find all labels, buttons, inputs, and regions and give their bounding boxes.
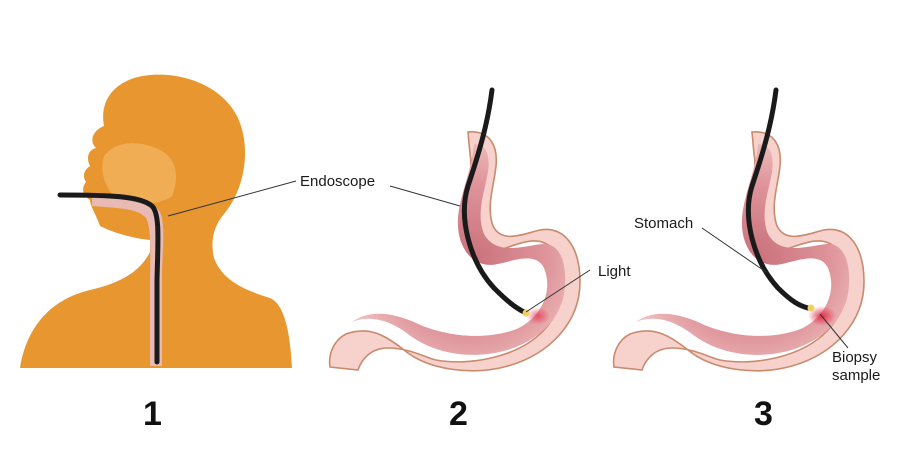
label-endoscope: Endoscope xyxy=(300,173,375,190)
leader-lines xyxy=(167,180,849,349)
label-stomach: Stomach xyxy=(634,215,693,232)
label-light: Light xyxy=(598,263,631,280)
head-silhouette-icon xyxy=(20,74,292,368)
label-biopsy-line1: Biopsy xyxy=(832,349,878,366)
step-number-1: 1 xyxy=(143,395,162,433)
step-number-3: 3 xyxy=(754,395,773,433)
stomach-icon xyxy=(328,87,581,372)
step-number-2: 2 xyxy=(449,395,468,433)
label-biopsy-line2: sample xyxy=(832,367,880,384)
